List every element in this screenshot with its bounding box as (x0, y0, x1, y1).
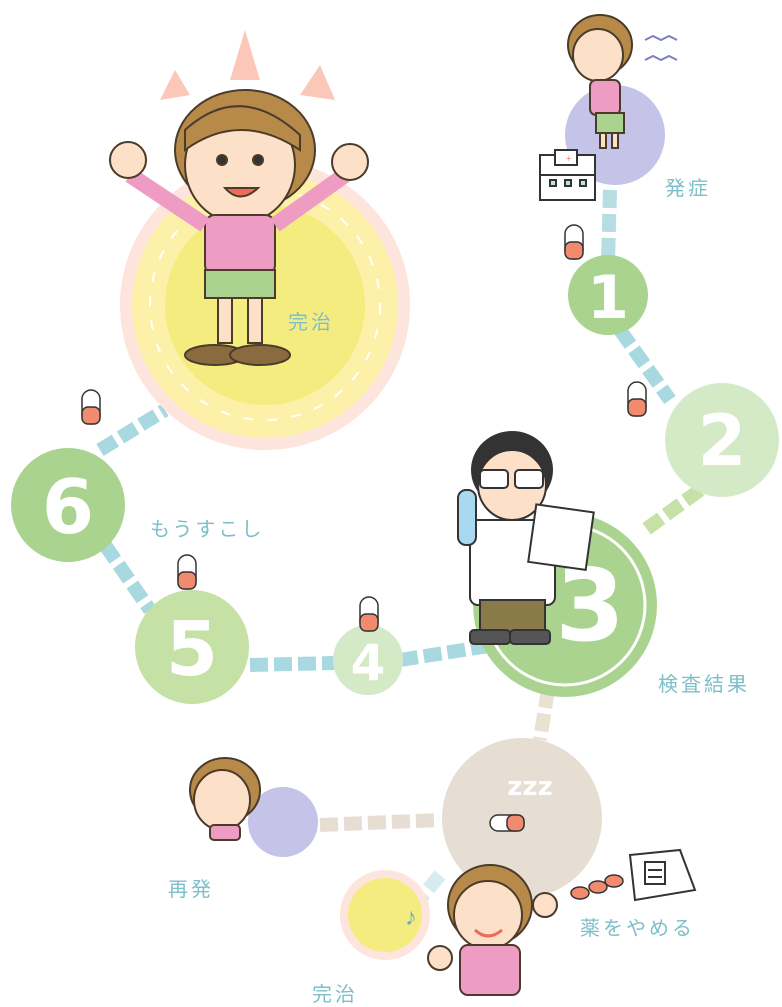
pill-icon (627, 381, 647, 417)
step-number-5: 5 (166, 605, 218, 693)
girl-cured-character (109, 89, 369, 366)
relapse-circle (248, 787, 318, 857)
step-number-1: 1 (587, 263, 629, 333)
path-segments (96, 189, 705, 910)
cured-bottom-circle: ♪ (340, 870, 430, 960)
step-circle-6: 6 (11, 448, 125, 562)
step-circle-4: 4 (333, 625, 403, 695)
label-cured-top: 完治 (288, 310, 334, 334)
pill-icon (81, 389, 101, 425)
step-number-2: 2 (698, 400, 747, 482)
cured-top-circle (120, 160, 410, 450)
label-stop-medicine: 薬をやめる (580, 916, 695, 940)
step-number-4: 4 (351, 634, 386, 692)
girl-relapse-character (189, 757, 261, 841)
label-almost: もうすこし (150, 517, 265, 541)
doctor-character (457, 431, 595, 645)
label-onset: 発症 (665, 176, 711, 200)
pill-icon (489, 814, 525, 832)
pill-icon (359, 596, 379, 632)
label-test-results: 検査結果 (658, 672, 750, 696)
step-number-6: 6 (42, 463, 94, 551)
girl-happy-character (427, 864, 558, 996)
flask-icon (457, 489, 477, 546)
label-cured-bottom: 完治 (312, 982, 358, 1006)
capsule-icon (570, 874, 624, 900)
sleep-zzz: zzz (507, 772, 552, 802)
step-circle-5: 5 (135, 590, 249, 704)
pill-icons (81, 224, 647, 900)
step-circle-2: 2 (665, 383, 779, 497)
label-relapse: 再発 (168, 877, 214, 901)
music-note-icon: ♪ (405, 905, 417, 931)
medicine-bottle-icon (628, 848, 697, 902)
sparkles (160, 30, 335, 100)
hospital-icon: + (539, 149, 596, 201)
pill-icon (177, 554, 197, 590)
girl-sick-character (567, 14, 678, 149)
svg-text:+: + (566, 154, 572, 165)
step-circle-1: 1 (568, 255, 648, 335)
pill-icon (564, 224, 584, 260)
